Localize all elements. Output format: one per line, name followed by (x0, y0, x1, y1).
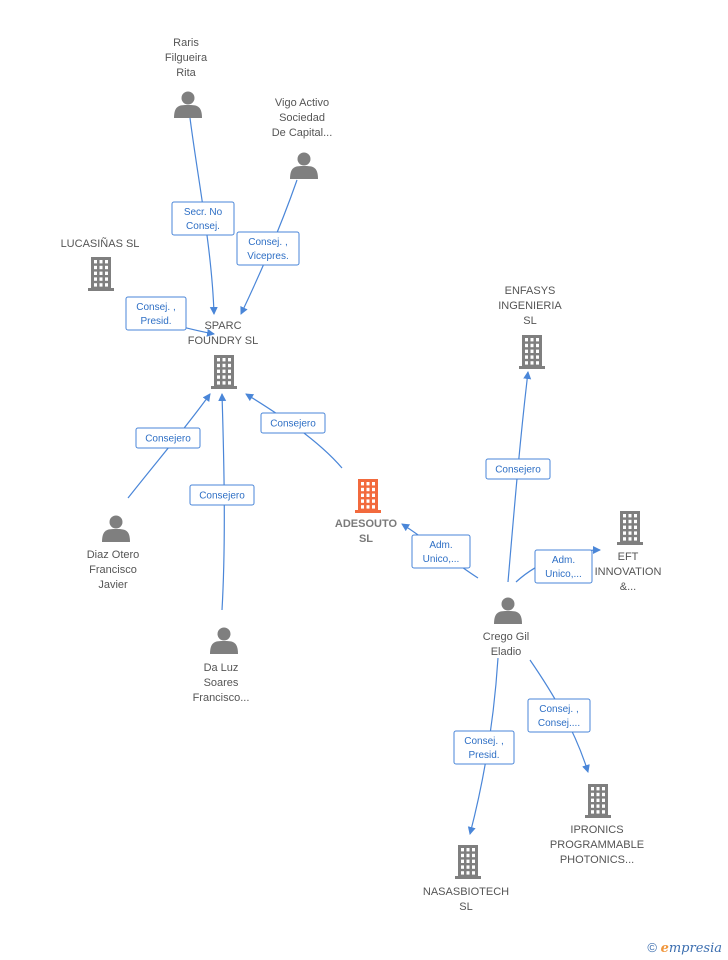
node-label: PHOTONICS... (560, 854, 634, 866)
relation-label-text: Consejero (199, 491, 245, 502)
node-label: Francisco... (193, 692, 250, 704)
node-label: Da Luz (204, 662, 239, 674)
relation-label-text: Consejero (145, 434, 191, 445)
relation-label-crego-adesouto[interactable]: Adm. Unico,... (411, 534, 471, 569)
node-label: INNOVATION (595, 566, 662, 578)
node-ipronics[interactable]: IPRONICS PROGRAMMABLE PHOTONICS... (550, 784, 644, 866)
node-label: &... (620, 581, 637, 593)
node-label: Sociedad (279, 112, 325, 124)
relation-label-text: Adm. (552, 555, 575, 566)
relation-label-vigo-sparc[interactable]: Consej. , Vicepres. (236, 231, 300, 266)
node-label: SPARC (204, 320, 241, 332)
brand-logo-text: mpresia (668, 941, 722, 956)
node-label: De Capital... (272, 127, 333, 139)
building-icon (455, 845, 481, 879)
node-adesouto[interactable]: ADESOUTO SL (335, 479, 398, 545)
building-icon (88, 257, 114, 291)
relation-label-text: Adm. (429, 540, 452, 551)
node-sparc[interactable]: SPARC FOUNDRY SL (188, 320, 259, 389)
person-icon (290, 152, 318, 179)
node-label: Filgueira (165, 52, 208, 64)
relation-label-crego-nasasbiotech[interactable]: Consej. , Presid. (453, 730, 515, 765)
relation-label-raris-sparc[interactable]: Secr. No Consej. (171, 201, 235, 236)
relation-label-crego-ipronics[interactable]: Consej. , Consej.... (527, 698, 591, 733)
relation-label-text: Unico,... (545, 569, 582, 580)
relation-label-lucasinas-sparc[interactable]: Consej. , Presid. (125, 296, 187, 331)
node-label: SL (359, 533, 373, 545)
relation-label-text: Unico,... (423, 554, 460, 565)
node-label: ENFASYS (505, 285, 556, 297)
relation-label-daluz-sparc[interactable]: Consejero (189, 484, 255, 506)
node-label: Vigo Activo (275, 97, 329, 109)
node-lucasinas[interactable]: LUCASIÑAS SL (61, 237, 140, 291)
node-label: Crego Gil (483, 631, 529, 643)
node-label: INGENIERIA (498, 300, 562, 312)
building-icon (519, 335, 545, 369)
node-enfasys[interactable]: ENFASYS INGENIERIA SL (498, 285, 562, 369)
node-label: Raris (173, 37, 199, 49)
node-label: FOUNDRY SL (188, 335, 259, 347)
node-label: Rita (176, 67, 196, 79)
brand-logo-initial: e (660, 941, 669, 956)
person-icon (102, 515, 130, 542)
copyright-icon: © (647, 940, 657, 955)
person-icon (210, 627, 238, 654)
relation-label-text: Vicepres. (247, 251, 289, 262)
relation-label-crego-eft[interactable]: Adm. Unico,... (534, 549, 593, 584)
brand-footer: © empresia (647, 940, 722, 956)
node-label: NASASBIOTECH (423, 886, 509, 898)
node-label: LUCASIÑAS SL (61, 237, 140, 250)
node-label: Diaz Otero (87, 549, 140, 561)
node-label: SL (459, 901, 472, 913)
relation-label-text: Consejero (495, 465, 541, 476)
relation-label-text: Presid. (140, 316, 171, 327)
relation-label-crego-enfasys[interactable]: Consejero (485, 458, 551, 480)
relation-label-text: Consej. , (464, 736, 503, 747)
node-label: Javier (98, 579, 128, 591)
relation-label-text: Consej. , (539, 704, 578, 715)
person-icon (174, 91, 202, 118)
node-label: EFT (618, 551, 639, 563)
relation-label-adesouto-sparc[interactable]: Consejero (260, 412, 326, 434)
node-daluz[interactable]: Da LuzSoaresFrancisco... (193, 627, 250, 705)
relation-label-text: Consej. , (248, 237, 287, 248)
relation-label-text: Consej.... (538, 718, 580, 729)
person-icon (494, 597, 522, 624)
node-label: PROGRAMMABLE (550, 839, 644, 851)
relation-label-text: Consej. (186, 221, 220, 232)
node-nasasbiotech[interactable]: NASASBIOTECH SL (423, 845, 509, 913)
relation-label-text: Secr. No (184, 207, 223, 218)
relation-label-text: Consejero (270, 419, 316, 430)
building-icon (617, 511, 643, 545)
relation-label-text: Presid. (468, 750, 499, 761)
node-label: ADESOUTO (335, 518, 398, 530)
node-label: Eladio (491, 646, 522, 658)
building-icon (355, 479, 381, 513)
node-label: Soares (204, 677, 239, 689)
node-label: Francisco (89, 564, 137, 576)
node-label: IPRONICS (570, 824, 623, 836)
node-eft[interactable]: EFT INNOVATION &... (595, 511, 662, 593)
building-icon (585, 784, 611, 818)
relation-label-diaz-sparc[interactable]: Consejero (135, 427, 201, 449)
node-label: SL (523, 315, 536, 327)
building-icon (211, 355, 237, 389)
relation-label-text: Consej. , (136, 302, 175, 313)
